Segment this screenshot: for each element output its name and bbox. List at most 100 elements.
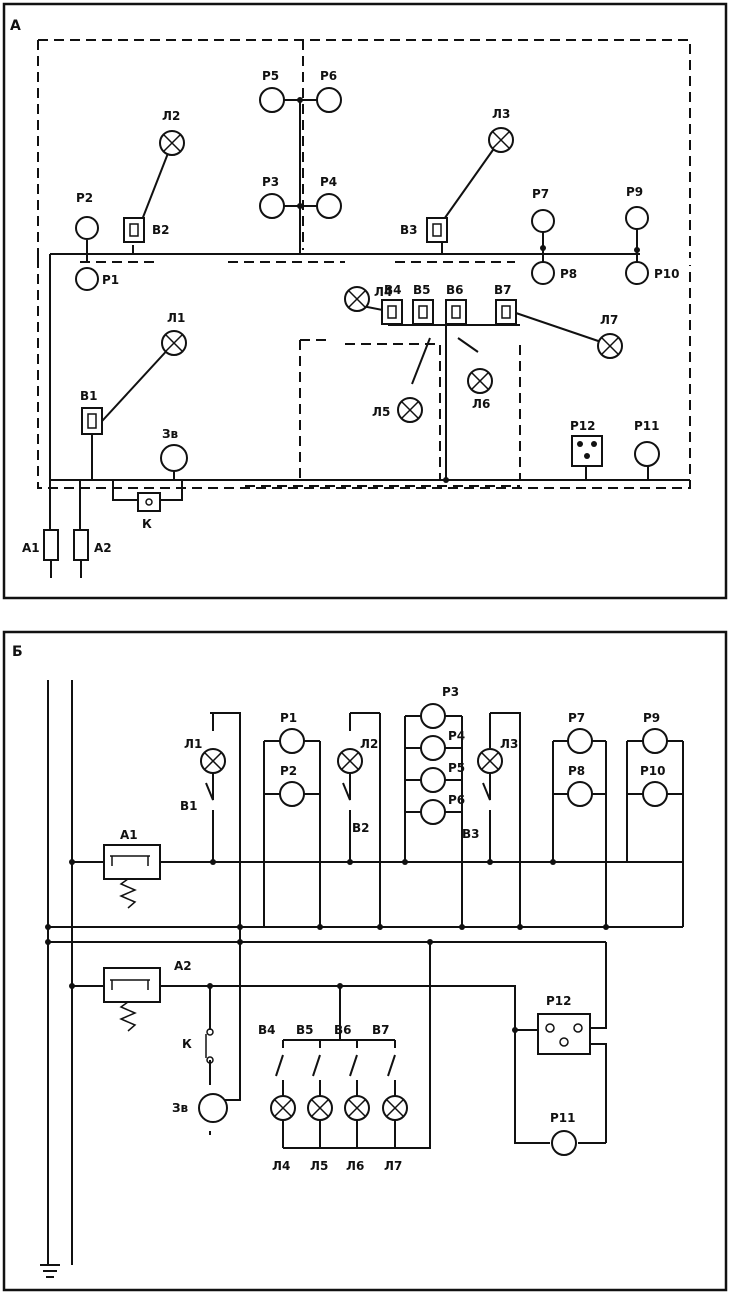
label-p7: P7	[532, 187, 549, 201]
panel-b-title: Б	[12, 644, 23, 660]
label-b-b6: B6	[334, 1023, 352, 1037]
label-b-l7: Л7	[384, 1159, 402, 1173]
socket-p10	[626, 262, 648, 284]
label-l5: Л5	[372, 405, 390, 419]
label-b5: B5	[413, 283, 431, 297]
label-p3: P3	[262, 175, 279, 189]
label-b4: B4	[384, 283, 402, 297]
label-b-b3: B3	[462, 827, 480, 841]
lamp-l5-symbol	[308, 1096, 332, 1120]
label-b-l5: Л5	[310, 1159, 328, 1173]
label-a1: А1	[22, 541, 40, 555]
socket-p2-symbol	[280, 782, 304, 806]
label-b-l2: Л2	[360, 737, 378, 751]
panel-b-branch-l1	[201, 713, 243, 1100]
lamp-l7-symbol	[383, 1096, 407, 1120]
label-b3: B3	[400, 223, 418, 237]
switch-b6	[446, 300, 466, 324]
panel-b-branch-l4l7	[271, 939, 433, 1148]
label-p4: P4	[320, 175, 337, 189]
bell-zv	[161, 445, 187, 471]
socket-p9-symbol	[643, 729, 667, 753]
socket-p11-symbol	[552, 1131, 576, 1155]
socket-p5	[260, 88, 284, 112]
lamp-l4	[345, 287, 369, 311]
label-b-b2: B2	[352, 821, 370, 835]
button-k	[138, 493, 160, 511]
label-b-p11: P11	[550, 1111, 576, 1125]
label-p6: P6	[320, 69, 337, 83]
lamp-l2	[160, 131, 184, 155]
label-p9: P9	[626, 185, 643, 199]
label-b-b7: B7	[372, 1023, 390, 1037]
switch-b5	[413, 300, 433, 324]
label-b-p7: P7	[568, 711, 585, 725]
switch-b2	[124, 218, 144, 242]
panel-b-branch-p1p2	[264, 729, 323, 930]
socket-p12	[572, 436, 602, 466]
label-b-k: К	[182, 1037, 192, 1051]
switch-b3	[427, 218, 447, 242]
panel-b-breakers	[104, 845, 160, 1031]
lamp-l7	[598, 334, 622, 358]
socket-p5-symbol	[421, 768, 445, 792]
panel-b-branch-p9p10	[627, 729, 683, 927]
label-b2: B2	[152, 223, 170, 237]
socket-p11	[635, 442, 659, 466]
panel-a-other	[44, 445, 187, 578]
label-b-p5: P5	[448, 761, 465, 775]
label-b-a2: А2	[174, 959, 192, 973]
label-k: К	[142, 517, 152, 531]
label-l2: Л2	[162, 109, 180, 123]
label-p1: P1	[102, 273, 119, 287]
lamp-l6-symbol	[345, 1096, 369, 1120]
socket-p1-symbol	[280, 729, 304, 753]
panel-b-branch-bell	[199, 983, 227, 1135]
panel-a-title: А	[10, 18, 21, 34]
socket-p4-symbol	[421, 736, 445, 760]
label-b-a1: А1	[120, 828, 138, 842]
label-b-p6: P6	[448, 793, 465, 807]
panel-b-branch-p7p8	[550, 729, 609, 930]
label-l7: Л7	[600, 313, 618, 327]
lamp-l5	[398, 398, 422, 422]
panel-a: А	[4, 4, 726, 598]
label-b-p3: P3	[442, 685, 459, 699]
label-p11: P11	[634, 419, 660, 433]
label-l6: Л6	[472, 397, 490, 411]
socket-p6	[317, 88, 341, 112]
label-b-p9: P9	[643, 711, 660, 725]
label-p8: P8	[560, 267, 577, 281]
bell-zv-symbol	[199, 1094, 227, 1122]
socket-p3-symbol	[421, 704, 445, 728]
label-b-p8: P8	[568, 764, 585, 778]
breaker-a2	[74, 530, 88, 560]
socket-p8-symbol	[568, 782, 592, 806]
socket-p10-symbol	[643, 782, 667, 806]
label-l1: Л1	[167, 311, 185, 325]
switch-b4	[382, 300, 402, 324]
label-b-p2: P2	[280, 764, 297, 778]
label-b-p10: P10	[640, 764, 666, 778]
socket-p1	[76, 268, 98, 290]
socket-p7	[532, 210, 554, 232]
panel-b: Б	[4, 632, 726, 1290]
label-p10: P10	[654, 267, 680, 281]
label-b-l1: Л1	[184, 737, 202, 751]
label-b7: B7	[494, 283, 512, 297]
socket-p9	[626, 207, 648, 229]
lamp-l3	[489, 128, 513, 152]
socket-p4	[317, 194, 341, 218]
label-p5: P5	[262, 69, 279, 83]
switch-b7	[496, 300, 516, 324]
socket-p12-symbol	[538, 1014, 590, 1054]
label-b-p1: P1	[280, 711, 297, 725]
label-zv: Зв	[162, 427, 179, 441]
lamp-l4-symbol	[271, 1096, 295, 1120]
label-b6: B6	[446, 283, 464, 297]
label-b-p4: P4	[448, 729, 465, 743]
panel-b-frame	[4, 632, 726, 1290]
label-l3: Л3	[492, 107, 510, 121]
breaker-a1	[44, 530, 58, 560]
